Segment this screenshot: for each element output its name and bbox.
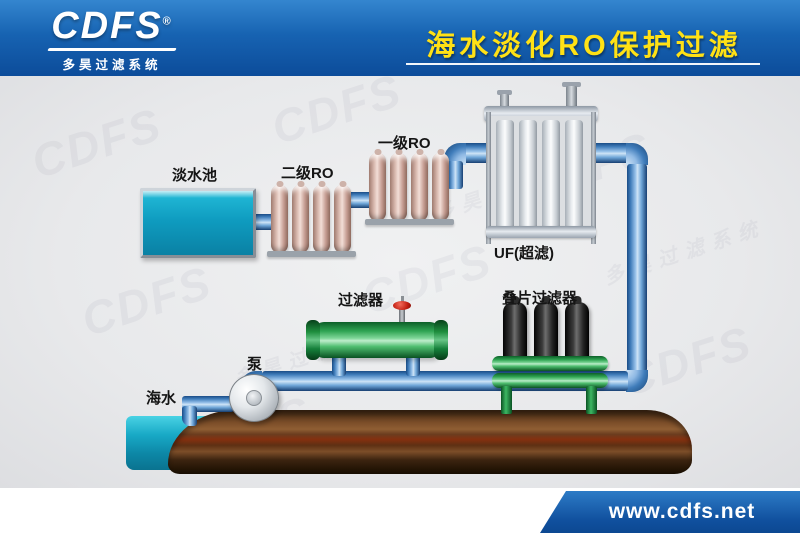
label-pump: 泵 (247, 356, 263, 373)
label-seawater: 海水 (146, 390, 177, 407)
label-first-stage-ro: 一级RO (378, 135, 431, 152)
page-title: 海水淡化RO保护过滤 (426, 30, 742, 62)
valve-handwheel-icon (393, 301, 411, 310)
valve-pin (401, 296, 404, 302)
disc-leg (501, 386, 512, 414)
disc-filter-unit (492, 302, 608, 414)
filter-body (314, 322, 440, 358)
registered-mark: ® (162, 15, 173, 28)
ro-vessel (313, 185, 330, 253)
uf-fitting (566, 86, 577, 108)
ro-vessel (292, 185, 309, 253)
filter-leg-pipe (332, 352, 346, 376)
pipe-right-vertical (627, 164, 647, 372)
ro-vessel (334, 185, 351, 253)
watermark-text: 多昊过滤系统 (601, 216, 769, 290)
uf-frame-post (591, 112, 596, 244)
ro-vessel (432, 153, 449, 221)
company-logo: CDFS® 多昊过滤系统 (24, 5, 200, 72)
second-stage-ro-unit (267, 185, 356, 259)
valve-stem (399, 308, 405, 324)
uf-frame-post (486, 112, 491, 244)
ro-vessel (411, 153, 428, 221)
logo-tagline: 多昊过滤系统 (62, 57, 162, 72)
brand-text: CDFS® (24, 5, 200, 47)
title-underline (406, 63, 760, 65)
ro-base-frame (365, 219, 454, 225)
brand-name: CDFS (51, 5, 163, 47)
inline-filter-unit (304, 296, 450, 376)
disc-canister (534, 302, 558, 362)
watermark-text: CDFS (75, 255, 219, 347)
disc-manifold-bottom (492, 373, 608, 388)
ro-vessel (369, 153, 386, 221)
uf-membrane-tube (542, 120, 560, 232)
pipe-elbow-top-left (444, 143, 466, 165)
pump-unit (226, 371, 282, 427)
pipe-ro-connector (346, 192, 374, 208)
first-stage-ro-unit (365, 153, 454, 227)
label-uf: UF(超滤) (494, 245, 554, 262)
uf-membrane-tube (496, 120, 514, 232)
filter-end-cap (434, 320, 448, 360)
pipe-intake-drop (182, 406, 197, 426)
footer-bar: www.cdfs.net (0, 488, 800, 533)
process-diagram: CDFS CDFS CDFS CDFS CDFS CDFS CDFS 多昊过滤系… (0, 76, 800, 488)
uf-unit (482, 82, 600, 258)
filter-end-cap (306, 320, 320, 360)
uf-membrane-tube (519, 120, 537, 232)
pool-water-surface (143, 191, 253, 198)
pipe-elbow-bottom-right (626, 370, 648, 392)
website-url: www.cdfs.net (608, 500, 756, 523)
uf-membrane-tube (565, 120, 583, 232)
label-second-stage-ro: 二级RO (281, 165, 334, 182)
watermark-text: CDFS (25, 97, 169, 189)
pipe-elbow-top-right (626, 143, 648, 165)
disc-leg (586, 386, 597, 414)
label-disc-filter: 叠片过滤器 (502, 290, 578, 307)
fresh-water-pool (140, 188, 256, 258)
label-fresh-water-pool: 淡水池 (172, 167, 218, 184)
uf-fitting (500, 94, 509, 108)
ro-base-frame (267, 251, 356, 257)
disc-canister (503, 302, 527, 362)
ro-vessel (271, 185, 288, 253)
url-banner: www.cdfs.net (540, 491, 800, 533)
logo-swoosh (47, 47, 177, 51)
disc-manifold-top (492, 356, 608, 371)
label-filter: 过滤器 (338, 292, 384, 309)
disc-canister (565, 302, 589, 362)
pipe-ro1-riser (447, 161, 463, 189)
ro-vessel (390, 153, 407, 221)
header-bar: CDFS® 多昊过滤系统 海水淡化RO保护过滤 (0, 0, 800, 76)
uf-fitting-cap (497, 90, 512, 95)
pump-hub (246, 390, 262, 406)
uf-bottom-manifold (486, 226, 596, 238)
uf-fitting-cap (562, 82, 581, 87)
filter-leg-pipe (406, 352, 420, 376)
